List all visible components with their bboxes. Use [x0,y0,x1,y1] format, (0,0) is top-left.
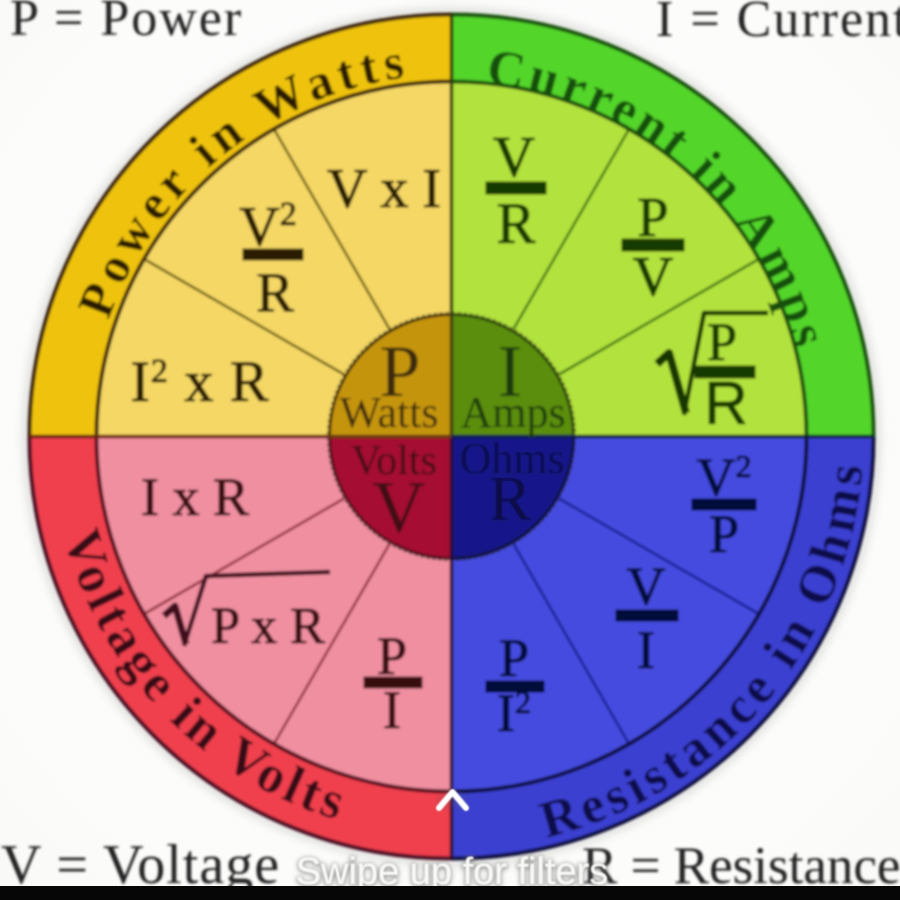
svg-text:P: P [499,628,529,688]
svg-text:V: V [633,246,673,308]
svg-text:R: R [256,262,294,324]
svg-text:P: P [709,504,739,564]
svg-text:P: P [377,626,407,686]
svg-text:R: R [704,370,747,437]
svg-text:V = Voltage: V = Voltage [1,834,280,896]
svg-text:I: I [383,680,401,740]
svg-text:R: R [497,191,536,256]
svg-text:V: V [493,124,535,189]
svg-text:P: P [379,331,420,413]
svg-text:I: I [637,620,655,680]
svg-text:V: V [372,467,425,549]
svg-text:Ohms: Ohms [459,434,564,483]
svg-text:R: R [489,463,532,534]
svg-text:I = Current: I = Current [656,0,900,48]
svg-text:I: I [498,331,523,413]
svg-text:Amps: Amps [460,388,565,437]
svg-text:P x R: P x R [211,598,325,655]
svg-text:R = Resistance: R = Resistance [582,837,900,895]
svg-text:Watts: Watts [339,388,438,437]
svg-text:Volts: Volts [351,438,437,484]
svg-text:V x I: V x I [327,158,441,220]
svg-text:I x R: I x R [141,467,249,527]
svg-text:P = Power: P = Power [10,0,243,47]
svg-text:P: P [707,312,737,372]
svg-text:V: V [627,556,666,616]
